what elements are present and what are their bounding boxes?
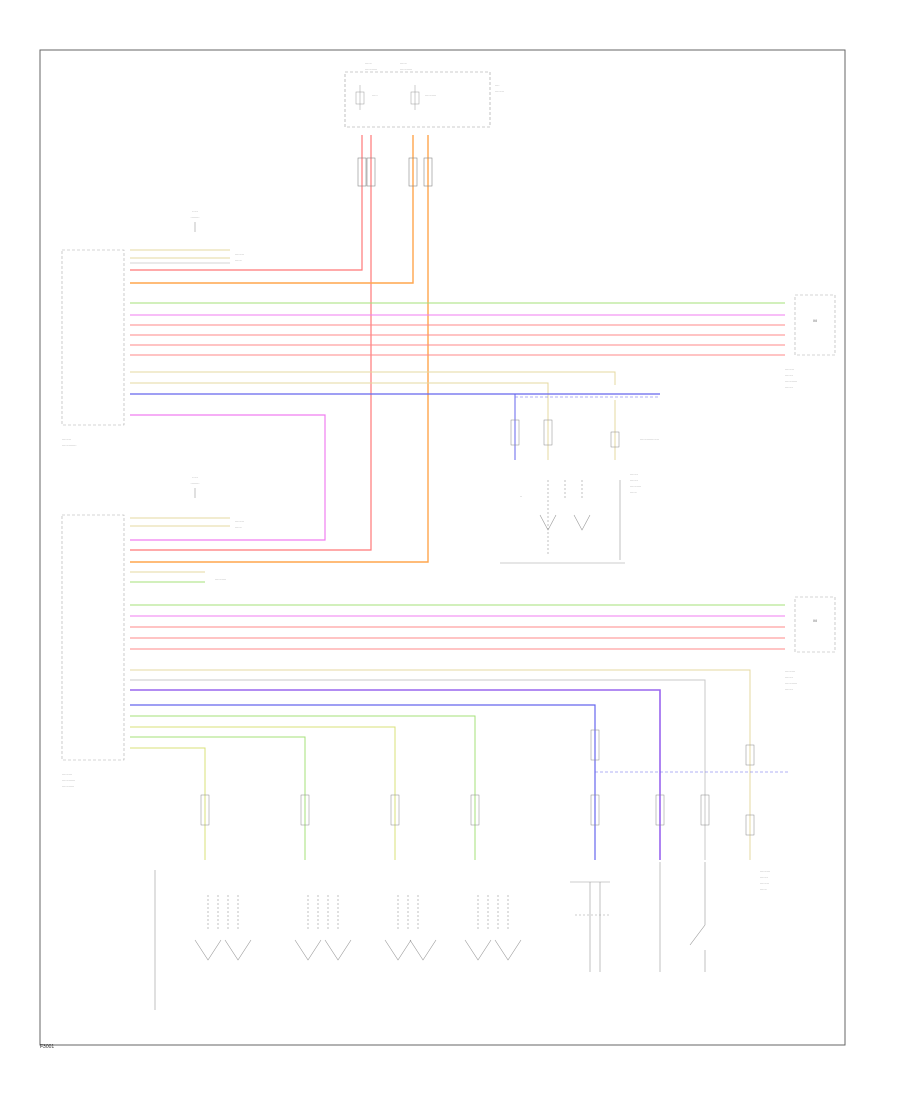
svg-text:......: ...... (235, 257, 242, 262)
svg-text:...........: ........... (365, 66, 377, 71)
svg-text:..........: .......... (425, 92, 436, 97)
svg-text:............: ............ (62, 777, 75, 782)
power-feed-wires (130, 135, 433, 563)
svg-text:.........: ......... (785, 668, 795, 673)
svg-text:........: ........ (62, 436, 71, 441)
svg-text:.....: ..... (192, 208, 198, 213)
svg-text:M: M (813, 318, 816, 323)
diagram-frame (39, 49, 846, 1046)
svg-text:........: ........ (495, 88, 504, 93)
svg-text:........: ........ (785, 366, 794, 371)
left-front-window-switch (194, 895, 252, 961)
svg-text:..........: .......... (215, 576, 226, 581)
svg-text:...........: ........... (400, 66, 412, 71)
svg-text:....: .... (495, 82, 499, 87)
svg-text:.......: ....... (760, 874, 768, 879)
svg-text:.....: ..... (192, 474, 198, 479)
svg-text:.......: ....... (630, 477, 638, 482)
svg-text:.......: ....... (785, 372, 793, 377)
right-rear-window-switch (464, 895, 522, 961)
svg-text:......: ...... (630, 489, 637, 494)
svg-text:.......: ....... (630, 471, 638, 476)
svg-text:.....: ..... (372, 92, 378, 97)
right-rear-door-module: ......... ............ ........... .....… (61, 474, 244, 788)
svg-text:......: ...... (365, 60, 372, 65)
svg-text:.............: ............. (62, 442, 76, 447)
fuse-panel: ..... .......... .... ........ ...... ..… (344, 60, 504, 128)
svg-text:.................: ................. (640, 436, 659, 441)
svg-text:...........: ........... (785, 378, 797, 383)
svg-text:.......: ....... (785, 384, 793, 389)
svg-text:..........: .......... (630, 483, 641, 488)
right-front-window-switch (294, 895, 352, 961)
svg-text:...........: ........... (62, 783, 74, 788)
right-rear-window-motor: M ......... ....... ........... ....... (785, 596, 836, 691)
svg-text:........: ........ (191, 214, 200, 219)
door-lock-switch: ......... ....... ........ ...... (570, 862, 770, 972)
figure-code: F3001 (40, 1044, 55, 1050)
left-rear-door-module: ........ ............. ..... ........ ..… (61, 208, 244, 447)
top-module-harness (130, 249, 785, 541)
svg-text:.......: ....... (785, 674, 793, 679)
svg-text:........: ........ (191, 480, 200, 485)
left-rear-window-switch: ....... ....... .......... ...... .. ...… (500, 436, 659, 564)
svg-text:M: M (813, 618, 816, 623)
left-rear-window-switch-2 (384, 895, 437, 961)
svg-text:...........: ........... (785, 680, 797, 685)
svg-text:......: ...... (760, 886, 767, 891)
bottom-module-harness (130, 517, 790, 860)
svg-text:........: ........ (760, 880, 769, 885)
svg-text:........: ........ (235, 518, 244, 523)
left-rear-window-motor: M ........ ....... ........... ....... (785, 294, 836, 389)
svg-text:..: .. (520, 493, 522, 498)
svg-text:.........: ......... (760, 868, 770, 873)
svg-text:.......: ....... (785, 686, 793, 691)
svg-text:......: ...... (235, 524, 242, 529)
svg-text:.........: ......... (62, 771, 72, 776)
svg-text:......: ...... (400, 60, 407, 65)
svg-text:........: ........ (235, 251, 244, 256)
